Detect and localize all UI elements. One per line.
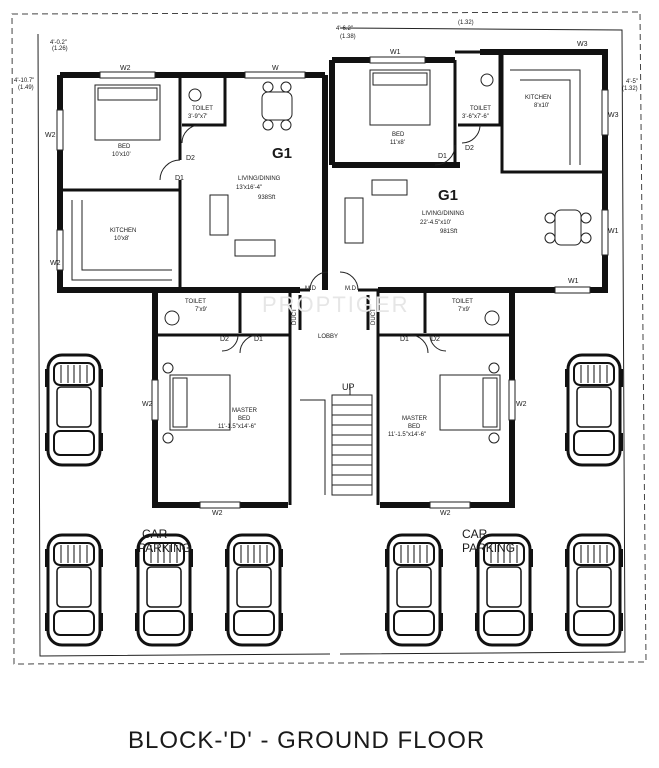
tag-w1-a: W1 [390,49,401,56]
left-toilet-name: TOILET [192,106,213,112]
right-bed-size: 11'x8' [390,140,405,146]
tag-w3-a: W3 [577,41,588,48]
car-icon [135,533,193,647]
car-parking-left-2: PARKING [138,541,191,555]
right-living-area: 981Sft [440,229,458,235]
right-toilet-size: 3'-6"x7'-6" [462,114,489,120]
right-toilet-name: TOILET [470,106,491,112]
duct-left: DUCT [292,308,298,325]
plan-title: BLOCK-'D' - GROUND FLOOR [128,727,485,754]
left-bed-name: BED [118,144,131,150]
left-bed-size: 10'x10' [112,152,131,158]
dim-top-mid2: 4'-6.2" [336,26,353,32]
md-right: M.D [345,286,357,292]
left-living-area: 938Sft [258,195,276,201]
right-unit [329,49,609,294]
right-kitchen-name: KITCHEN [525,95,551,101]
car-icon [45,353,103,467]
left-unit [56,71,328,293]
dim-left: 4'-10.7" [14,78,34,84]
left-master-toilet-name: TOILET [185,299,206,305]
left-kitchen-size: 10'x8' [114,236,129,242]
right-master-toilet-size: 7'x9' [458,307,470,313]
dim-right: 4'-5" [626,79,638,85]
right-master-bed-size: 11'-1.5"x14'-6" [388,432,426,438]
tag-w2-d: W2 [142,401,153,408]
watermark: PROPTIGER [262,292,410,317]
left-toilet-size: 3'-9"x7' [188,114,207,120]
tag-d2-d: D2 [431,336,440,343]
tag-d1-c: D1 [254,336,263,343]
tag-w2-a: W2 [120,65,131,72]
left-master-bed-name: MASTER [232,408,258,414]
left-master-bed-name2: BED [238,416,251,422]
right-living-name: LIVING/DINING [422,211,465,217]
car-parking-right-2: PARKING [462,541,515,555]
lobby-label: LOBBY [318,334,338,340]
right-unit-name: G1 [438,187,458,204]
dim-right2: (1.32) [622,86,638,92]
dim-top-left2: (1.26) [52,46,68,52]
car-parking-left-1: CAR [142,527,168,541]
stairs [300,385,373,496]
right-master-bed-name2: BED [408,424,421,430]
tag-d1-b: D1 [438,153,447,160]
lobby [288,271,380,505]
car-parking-area [45,353,623,647]
dim-top-left: 4'-0.2" [50,40,67,46]
car-icon [475,533,533,647]
md-left: M.D [305,286,317,292]
tag-d1-d: D1 [400,336,409,343]
dim-top-right: (1.32) [458,20,474,26]
right-bed-name: BED [392,132,405,138]
car-icon [565,353,623,467]
tag-w2-g: W2 [440,510,451,517]
setback-line [37,27,626,657]
tag-w3-b: W3 [608,112,619,119]
right-master-toilet-name: TOILET [452,299,473,305]
tag-w1-c: W1 [568,278,579,285]
left-master-suite [151,290,290,509]
tag-w2-e: W2 [516,401,527,408]
right-kitchen-size: 8'x10' [534,103,549,109]
tag-w1-b: W1 [608,228,619,235]
left-master-bed-size: 11'-1.5"x14'-6" [218,424,256,430]
dim-left2: (1.49) [18,85,34,91]
tag-w2-f: W2 [212,510,223,517]
tag-d1-a: D1 [175,175,184,182]
tag-w2-c: W2 [50,260,61,267]
right-master-bed-name: MASTER [402,416,428,422]
tag-d2-b: D2 [465,145,474,152]
car-icon [45,533,103,647]
tag-w2-b: W2 [45,132,56,139]
duct-right: DUCT [371,308,377,325]
left-unit-name: G1 [272,145,292,162]
tag-d2-a: D2 [186,155,195,162]
up-label: UP [342,382,355,392]
right-living-size: 22'-4.5"x10' [420,220,451,226]
car-parking-right-1: CAR [462,527,488,541]
left-master-toilet-size: 7'x9' [195,307,207,313]
left-kitchen-name: KITCHEN [110,228,136,234]
car-icon [225,533,283,647]
car-icon [565,533,623,647]
left-living-size: 13'x16'-4" [236,185,262,191]
dim-top-mid: (1.38) [340,34,356,40]
tag-w: W [272,65,279,72]
labels: G1 LIVING/DINING 13'x16'-4" 938Sft BED 1… [14,20,638,754]
tag-d2-c: D2 [220,336,229,343]
car-icon [385,533,443,647]
left-living-name: LIVING/DINING [238,176,281,182]
right-master-suite [378,290,516,509]
